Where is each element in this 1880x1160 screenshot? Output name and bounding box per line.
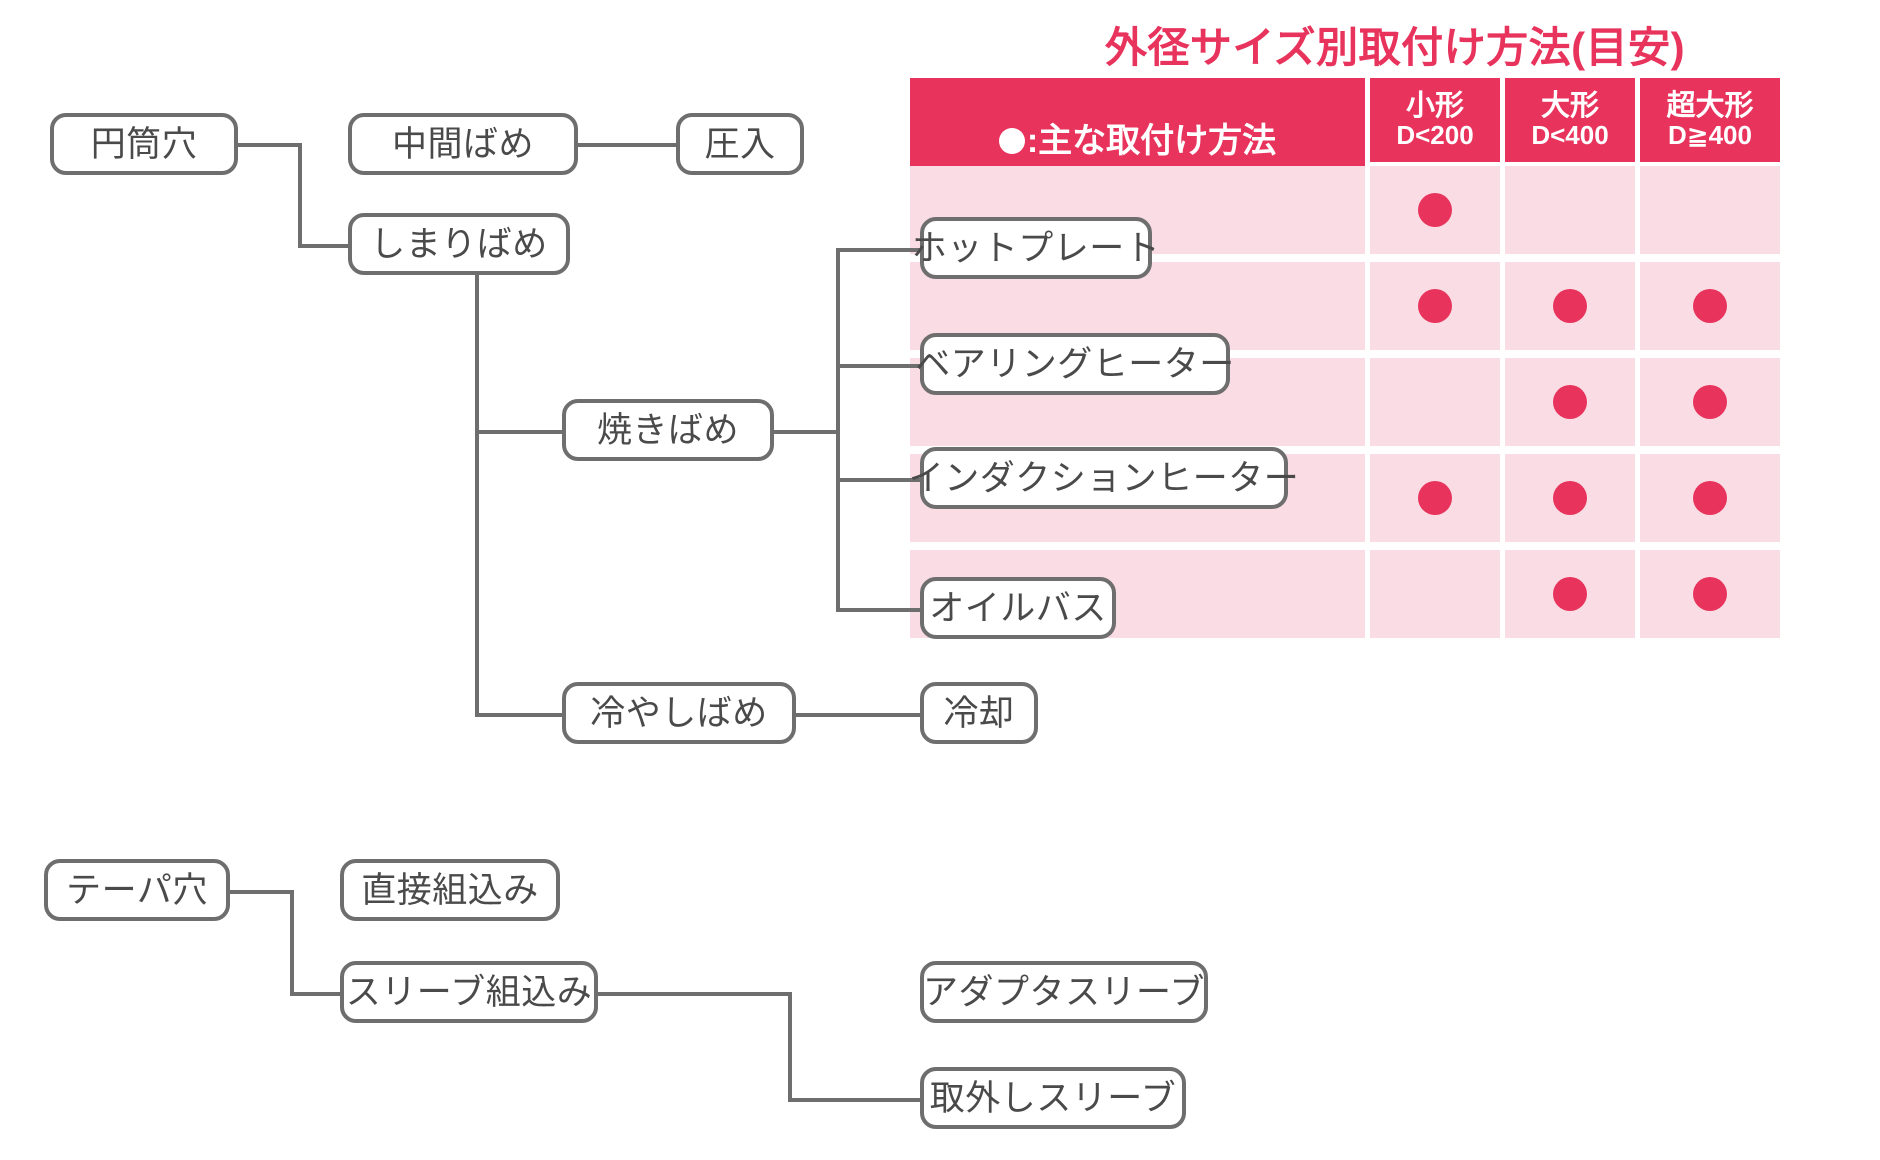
mark-dot xyxy=(1418,193,1452,227)
legend-label: :主な取付け方法 xyxy=(1026,122,1277,160)
filled-circle-icon xyxy=(998,128,1025,154)
node-cylindrical-bore[interactable]: 円筒穴 xyxy=(50,113,238,175)
connector xyxy=(290,890,294,996)
connector xyxy=(298,244,350,248)
table-header-col-large: 大形 D<400 xyxy=(1505,78,1635,162)
connector xyxy=(794,713,922,717)
cell-extra-large xyxy=(1640,358,1780,446)
connector xyxy=(836,608,922,612)
connector xyxy=(836,248,922,252)
node-cold-fit[interactable]: 冷やしばめ xyxy=(562,682,796,744)
connector xyxy=(228,890,294,894)
col-large-title: 大形 xyxy=(1540,89,1599,122)
connector xyxy=(290,992,342,996)
cell-large xyxy=(1505,358,1635,446)
connector xyxy=(475,713,563,717)
node-method-oil-bath[interactable]: オイルバス xyxy=(920,577,1116,639)
connector xyxy=(788,1098,922,1102)
node-shrink-fit[interactable]: 焼きばめ xyxy=(562,399,774,461)
cell-small xyxy=(1370,454,1500,542)
node-method-hot-plate[interactable]: ホットプレート xyxy=(912,217,1160,279)
mark-dot xyxy=(1418,289,1452,323)
node-method-bearing-heater[interactable]: ベアリングヒーター xyxy=(915,333,1234,395)
connector xyxy=(298,143,302,248)
mark-dot xyxy=(1553,385,1587,419)
mark-dot xyxy=(1693,577,1727,611)
connector xyxy=(556,992,792,996)
cell-large xyxy=(1505,262,1635,350)
node-press-fit[interactable]: 圧入 xyxy=(676,113,804,175)
cell-large xyxy=(1505,454,1635,542)
cell-extra-large xyxy=(1640,262,1780,350)
node-method-cooling[interactable]: 冷却 xyxy=(920,682,1038,744)
col-small-range: D<200 xyxy=(1396,119,1474,150)
node-sleeve-mount[interactable]: スリーブ組込み xyxy=(340,961,598,1023)
connector xyxy=(236,143,302,147)
mark-dot xyxy=(1693,481,1727,515)
cell-small xyxy=(1370,550,1500,638)
node-withdrawal-sleeve[interactable]: 取外しスリーブ xyxy=(920,1067,1186,1129)
table-title: 外径サイズ別取付け方法(目安) xyxy=(1104,24,1686,71)
mark-dot xyxy=(1418,481,1452,515)
node-method-induction-heater[interactable]: インダクションヒーター xyxy=(909,447,1299,509)
connector xyxy=(475,240,479,715)
connector xyxy=(772,430,840,434)
cell-small xyxy=(1370,262,1500,350)
cell-extra-large xyxy=(1640,550,1780,638)
mark-dot xyxy=(1553,481,1587,515)
table-header-col-extra-large: 超大形 D≧400 xyxy=(1640,78,1780,162)
connector xyxy=(576,143,678,147)
connector xyxy=(788,992,792,1102)
col-large-range: D<400 xyxy=(1531,119,1609,150)
col-xlarge-range: D≧400 xyxy=(1668,119,1752,150)
node-taper-bore[interactable]: テーパ穴 xyxy=(44,859,230,921)
mark-dot xyxy=(1693,289,1727,323)
cell-large xyxy=(1505,550,1635,638)
mark-dot xyxy=(1553,577,1587,611)
table-header-legend: :主な取付け方法 xyxy=(910,78,1365,170)
node-transition-fit[interactable]: 中間ばめ xyxy=(348,113,578,175)
cell-extra-large xyxy=(1640,454,1780,542)
node-adapter-sleeve[interactable]: アダプタスリーブ xyxy=(920,961,1208,1023)
cell-small xyxy=(1370,358,1500,446)
cell-extra-large xyxy=(1640,166,1780,254)
col-small-title: 小形 xyxy=(1405,89,1464,122)
col-xlarge-title: 超大形 xyxy=(1666,89,1754,122)
node-interference-fit[interactable]: しまりばめ xyxy=(348,213,570,275)
connector xyxy=(836,478,922,482)
mark-dot xyxy=(1553,289,1587,323)
table-header-col-small: 小形 D<200 xyxy=(1370,78,1500,162)
connector xyxy=(836,248,840,612)
cell-large xyxy=(1505,166,1635,254)
connector xyxy=(475,430,563,434)
connector xyxy=(836,364,922,368)
table-header-row: :主な取付け方法 小形 D<200 大形 D<400 超大形 D≧400 xyxy=(910,78,1780,170)
cell-small xyxy=(1370,166,1500,254)
mark-dot xyxy=(1693,385,1727,419)
node-direct-mount[interactable]: 直接組込み xyxy=(340,859,560,921)
